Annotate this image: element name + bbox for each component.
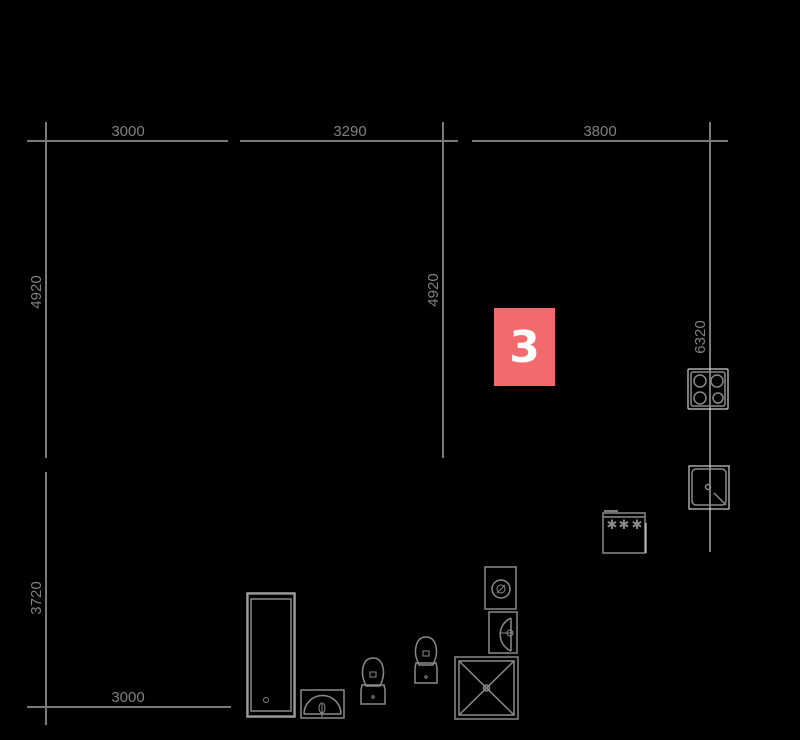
oven-icon: ✱ ✱ ✱ <box>602 510 647 554</box>
svg-text:✱: ✱ <box>607 518 618 533</box>
dim-label-left-lower: 3720 <box>28 581 45 614</box>
dim-label-top-left: 3000 <box>111 123 144 140</box>
small-basin-icon <box>488 611 518 654</box>
room-number-label: 3 <box>509 321 540 373</box>
kitchen-sink-icon <box>688 465 730 510</box>
dim-label-right-vertical: 6320 <box>692 320 709 353</box>
dim-label-top-right: 3800 <box>583 123 616 140</box>
dimension-verticals: 4920 4920 6320 3720 <box>28 273 709 725</box>
dim-label-bottom-left: 3000 <box>111 689 144 706</box>
shower-icon <box>454 656 519 720</box>
dim-label-middle-vertical: 4920 <box>425 273 442 306</box>
dim-label-left-upper: 4920 <box>28 275 45 308</box>
cooktop-icon <box>687 368 729 410</box>
svg-text:✱: ✱ <box>619 518 630 533</box>
toilet-icon <box>414 636 438 684</box>
dimension-bottom: 3000 <box>27 689 231 708</box>
wash-basin-icon <box>300 689 345 719</box>
washing-machine-icon <box>484 566 517 610</box>
toilet-icon <box>360 657 386 705</box>
room-number-badge: 3 <box>494 308 555 386</box>
dim-label-top-middle: 3290 <box>333 123 366 140</box>
dimension-top: 3000 3290 3800 <box>27 122 728 552</box>
bathtub-icon <box>246 592 296 718</box>
svg-text:✱: ✱ <box>632 518 643 533</box>
